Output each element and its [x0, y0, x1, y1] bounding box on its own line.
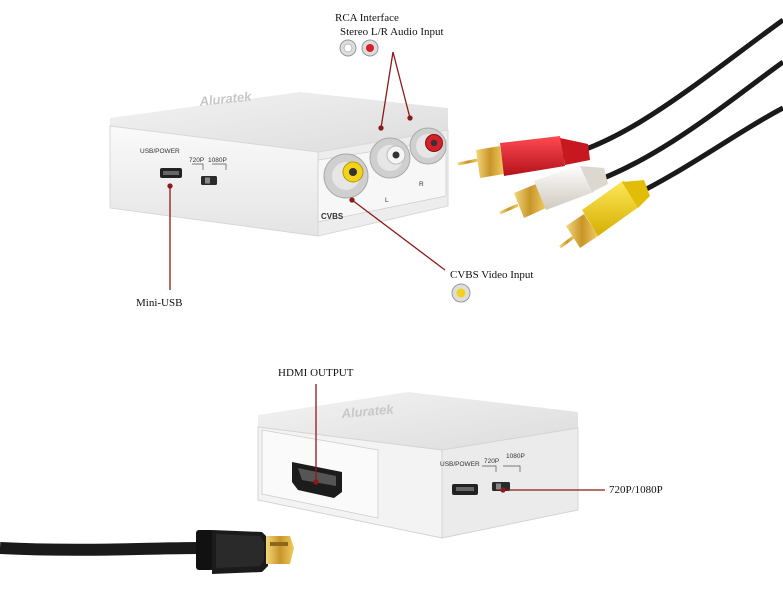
right-print: R: [419, 181, 424, 188]
resolution-switch-label: 720P/1080P: [609, 484, 663, 496]
rca-plug-yellow: [559, 180, 650, 249]
callout-lines-top: [167, 51, 446, 290]
1080p-print-lower: 1080P: [506, 453, 525, 460]
1080p-print: 1080P: [208, 157, 227, 164]
legend-jack-white-icon: [339, 39, 357, 57]
mini-usb-label: Mini-USB: [136, 297, 183, 309]
device-top: [110, 92, 448, 152]
converter-device-front-view: USB/POWER 720P 1080P CVBS L R Aluratek: [109, 89, 449, 237]
legend-jack-red-icon: [361, 39, 379, 57]
rca-interface-label: RCA Interface: [335, 12, 399, 24]
left-print: L: [385, 197, 389, 204]
brand-logo-top: Aluratek: [198, 89, 253, 110]
device-right-face-lower: [441, 427, 579, 539]
converter-device-back-view: USB/POWER 720P 1080P Aluratek: [257, 392, 579, 539]
usb-power-print-lower: USB/POWER: [440, 461, 480, 468]
hdmi-output-label: HDMI OUTPUT: [278, 367, 354, 379]
legend-jack-yellow-icon: [451, 283, 471, 303]
cvbs-video-label: CVBS Video Input: [450, 269, 534, 281]
cvbs-print: CVBS: [321, 212, 344, 221]
usb-power-print: USB/POWER: [140, 148, 180, 155]
rca-plug-red: [457, 136, 590, 178]
callout-lines-bottom: [313, 384, 605, 493]
rca-jack-red: [409, 127, 447, 165]
brand-logo-lower: Aluratek: [340, 401, 395, 421]
rca-jack-white: [369, 137, 411, 179]
720p-print: 720P: [189, 157, 204, 164]
rca-plug-white: [499, 164, 608, 218]
hdmi-connector-gold: [266, 536, 294, 564]
stereo-audio-label: Stereo L/R Audio Input: [340, 26, 444, 38]
rca-cable-bundle: [457, 17, 783, 249]
hdmi-cable: [0, 530, 294, 574]
rca-jack-yellow: [323, 153, 369, 199]
device-top-lower: [258, 392, 578, 450]
720p-print-lower: 720P: [484, 458, 499, 465]
